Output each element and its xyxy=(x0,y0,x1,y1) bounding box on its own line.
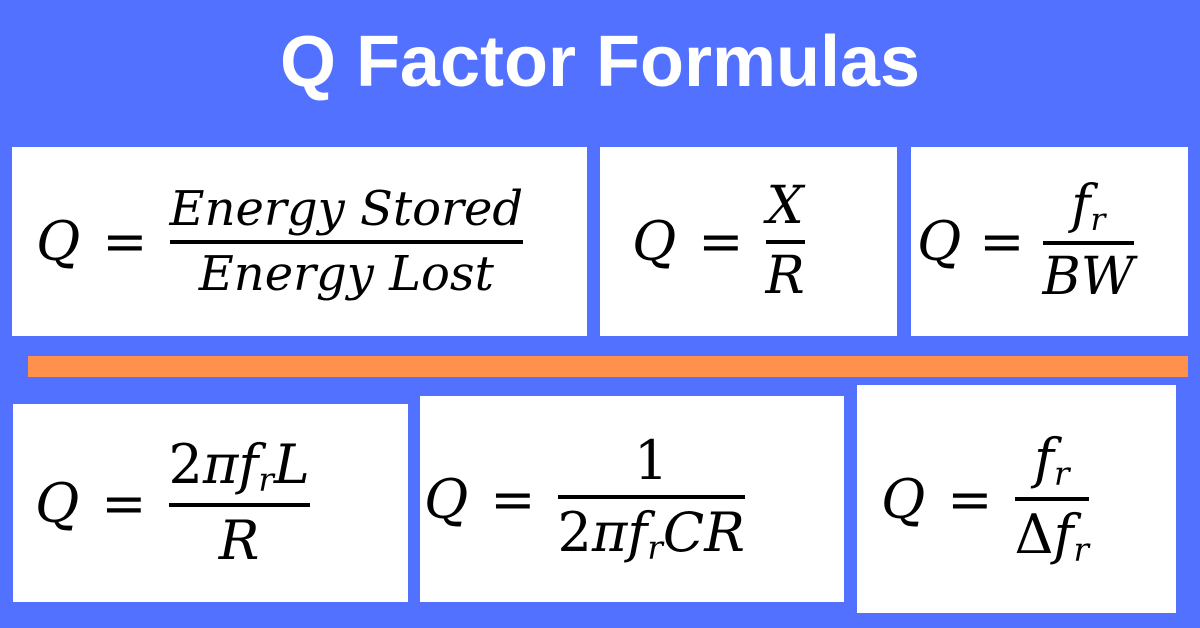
numerator: 1 xyxy=(634,429,669,493)
denominator-subscript: r xyxy=(647,528,663,567)
fraction: Energy Stored Energy Lost xyxy=(169,180,524,302)
numerator: fr xyxy=(1071,174,1106,238)
numerator-f: f xyxy=(238,433,259,497)
equals-sign: = xyxy=(490,467,536,531)
equals-sign: = xyxy=(979,210,1025,273)
numerator-coefficient: 2 xyxy=(168,433,203,497)
denominator: BW xyxy=(1042,246,1135,307)
fraction-bar xyxy=(169,239,524,244)
denominator: 2πfrCR xyxy=(558,503,745,567)
numerator: 2πfrL xyxy=(169,435,310,499)
numerator-base: f xyxy=(1071,174,1091,235)
formula-bandwidth: Q = fr BW xyxy=(911,147,1188,336)
fraction-bar xyxy=(557,494,745,499)
numerator-inductance: L xyxy=(273,433,310,497)
orange-divider xyxy=(28,356,1188,377)
fraction: X R xyxy=(765,176,805,306)
numerator-subscript: r xyxy=(1054,455,1070,494)
formula-lhs: Q xyxy=(424,467,469,531)
formula-lhs: Q xyxy=(881,467,926,531)
numerator-subscript: r xyxy=(258,461,274,500)
formula-lhs: Q xyxy=(917,210,962,273)
equals-sign: = xyxy=(101,471,147,535)
denominator-base: f xyxy=(1053,503,1074,566)
numerator: fr xyxy=(1034,429,1069,493)
numerator-base: f xyxy=(1034,427,1055,491)
fraction-bar xyxy=(1042,240,1135,245)
numerator: X xyxy=(766,176,804,237)
pi-symbol: π xyxy=(202,433,239,497)
fraction-bar xyxy=(765,239,805,244)
formula-lhs: Q xyxy=(36,210,81,273)
fraction: fr BW xyxy=(1042,174,1135,307)
delta-symbol: Δ xyxy=(1014,503,1054,566)
denominator-coefficient: 2 xyxy=(557,500,592,564)
denominator-cr: CR xyxy=(662,500,745,564)
formula-lhs: Q xyxy=(632,210,677,273)
fraction-bar xyxy=(168,503,310,508)
formula-energy-ratio: Q = Energy Stored Energy Lost xyxy=(12,147,587,336)
formula-inductive: Q = 2πfrL R xyxy=(13,404,408,602)
numerator: Energy Stored xyxy=(169,180,524,237)
denominator: Δfr xyxy=(1015,505,1089,569)
formula-reactance-resistance: Q = X R xyxy=(600,147,897,336)
equals-sign: = xyxy=(102,210,148,273)
formula-delta-frequency: Q = fr Δfr xyxy=(857,385,1176,613)
denominator-subscript: r xyxy=(1073,531,1090,570)
formula-capacitive: Q = 1 2πfrCR xyxy=(420,396,844,602)
denominator: R xyxy=(218,509,260,573)
denominator: R xyxy=(765,245,805,306)
fraction: 2πfrL R xyxy=(168,435,310,573)
pi-symbol: π xyxy=(591,500,628,564)
fraction: 1 2πfrCR xyxy=(557,429,745,567)
formula-lhs: Q xyxy=(35,471,80,535)
numerator-subscript: r xyxy=(1090,201,1106,238)
equals-sign: = xyxy=(947,467,993,531)
fraction: fr Δfr xyxy=(1014,429,1090,569)
denominator: Energy Lost xyxy=(198,245,494,302)
page-title: Q Factor Formulas xyxy=(279,22,921,102)
denominator-f: f xyxy=(627,500,648,564)
fraction-bar xyxy=(1014,497,1090,501)
equals-sign: = xyxy=(698,210,744,273)
